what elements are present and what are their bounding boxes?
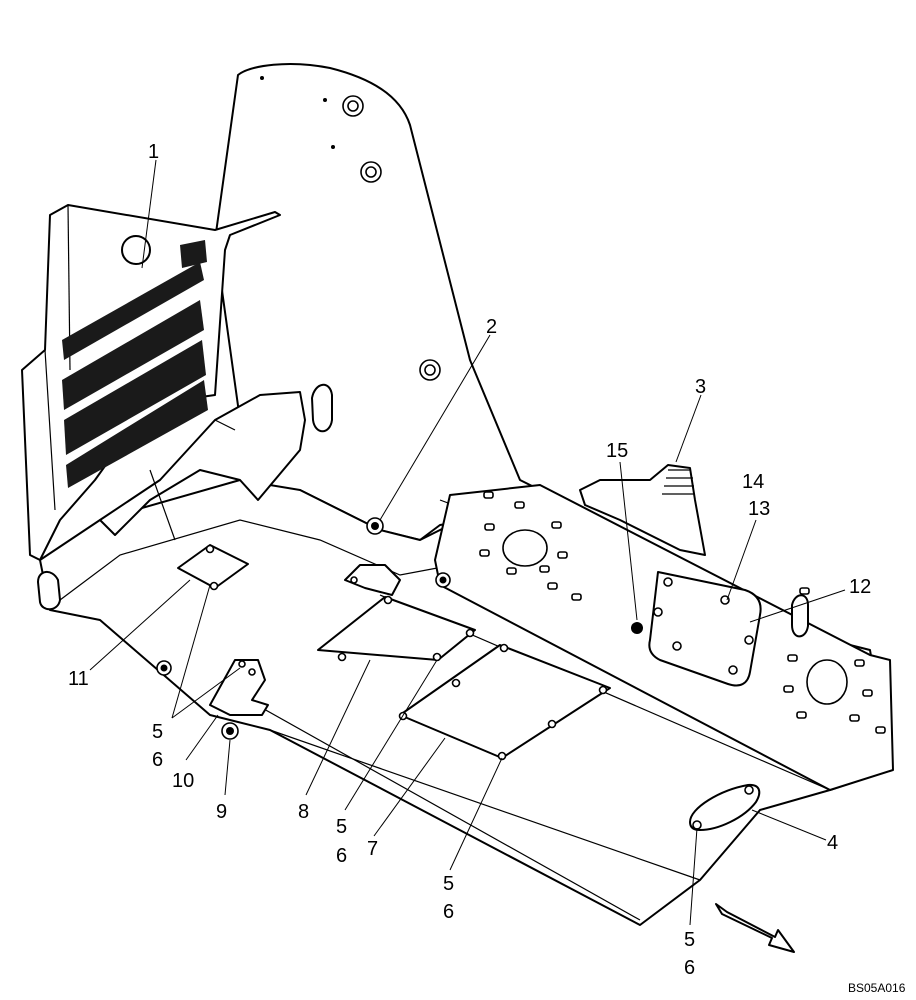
tie-down-left — [37, 571, 61, 611]
callout-13: 13 — [748, 498, 770, 520]
leader-lines — [89, 159, 846, 926]
callout-11: 11 — [68, 668, 89, 690]
callout-5d: 5 — [684, 929, 695, 951]
direction-arrow-icon — [715, 903, 795, 953]
callout-5a: 5 — [152, 721, 163, 743]
callout-9: 9 — [216, 801, 227, 823]
callout-6a: 6 — [152, 749, 163, 771]
callout-2: 2 — [486, 316, 497, 338]
tie-down-upper — [311, 383, 333, 433]
callout-6b: 6 — [336, 845, 347, 867]
callout-1: 1 — [148, 141, 159, 163]
front-grille — [21, 204, 281, 561]
tie-down-right — [791, 594, 809, 638]
callout-5b: 5 — [336, 816, 347, 838]
callout-15: 15 — [606, 440, 628, 462]
plug — [631, 622, 643, 634]
grommets — [156, 517, 451, 740]
cover-plate-7 — [399, 644, 611, 759]
callout-7: 7 — [367, 838, 378, 860]
duct — [99, 391, 306, 541]
small-cover — [177, 544, 249, 589]
callout-4: 4 — [827, 832, 838, 854]
callout-10: 10 — [172, 770, 194, 792]
bracket-center — [344, 564, 401, 596]
cover-plate-8 — [317, 596, 476, 661]
reference-code: BS05A016 — [848, 981, 906, 995]
callout-6d: 6 — [684, 957, 695, 979]
callout-labels: 1 2 3 15 14 13 12 11 5 6 10 9 8 5 6 7 4 … — [68, 141, 871, 979]
callout-12: 12 — [849, 576, 871, 598]
callout-3: 3 — [695, 376, 706, 398]
access-cover — [648, 571, 762, 687]
callout-8: 8 — [298, 801, 309, 823]
hose-boot — [579, 464, 706, 556]
callout-5c: 5 — [443, 873, 454, 895]
callout-14: 14 — [742, 471, 764, 493]
callout-6c: 6 — [443, 901, 454, 923]
